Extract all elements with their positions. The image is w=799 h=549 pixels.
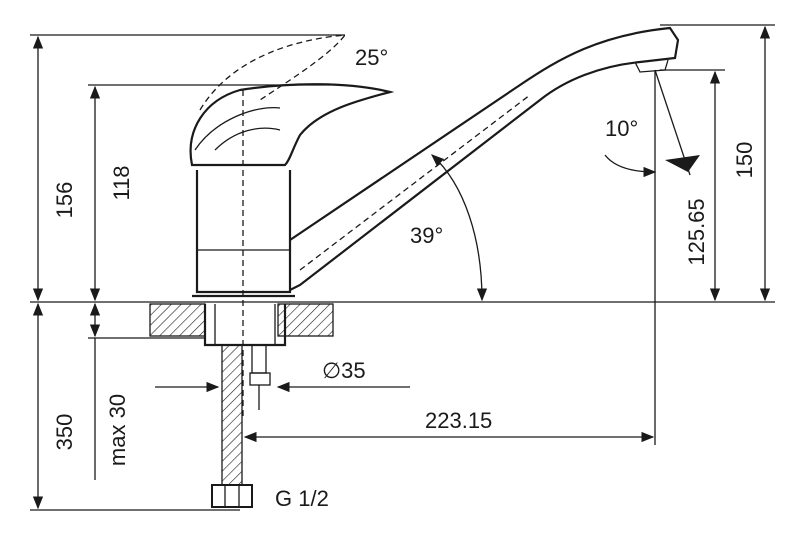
- label-spout-height: 150: [732, 142, 757, 179]
- angle-10-arrowhead: [665, 155, 700, 172]
- spout: [289, 26, 680, 291]
- label-outlet-height: 125.65: [684, 198, 709, 265]
- faucet-body: [192, 90, 295, 420]
- label-thread: G 1/2: [275, 486, 329, 511]
- label-handle-angle: 25°: [355, 45, 388, 70]
- label-hose-length: 350: [52, 414, 77, 451]
- label-max-thickness: max 30: [105, 394, 130, 466]
- lever-handle: [189, 34, 391, 167]
- label-mount-diameter: ∅35: [322, 358, 366, 383]
- label-spout-reach: 223.15: [425, 408, 492, 433]
- counter-section-left: [149, 303, 206, 337]
- extension-lines: [30, 24, 775, 511]
- angle-39-arc: [431, 154, 488, 302]
- angle-10-line: [654, 69, 691, 176]
- label-body-height: 118: [109, 165, 134, 200]
- supply-hose: [211, 344, 271, 508]
- label-spout-tilt: 10°: [605, 116, 638, 141]
- label-spout-angle: 39°: [410, 223, 443, 248]
- angle-10-arc: [604, 154, 657, 178]
- label-total-height: 156: [52, 182, 77, 219]
- counter-section-right: [277, 303, 334, 337]
